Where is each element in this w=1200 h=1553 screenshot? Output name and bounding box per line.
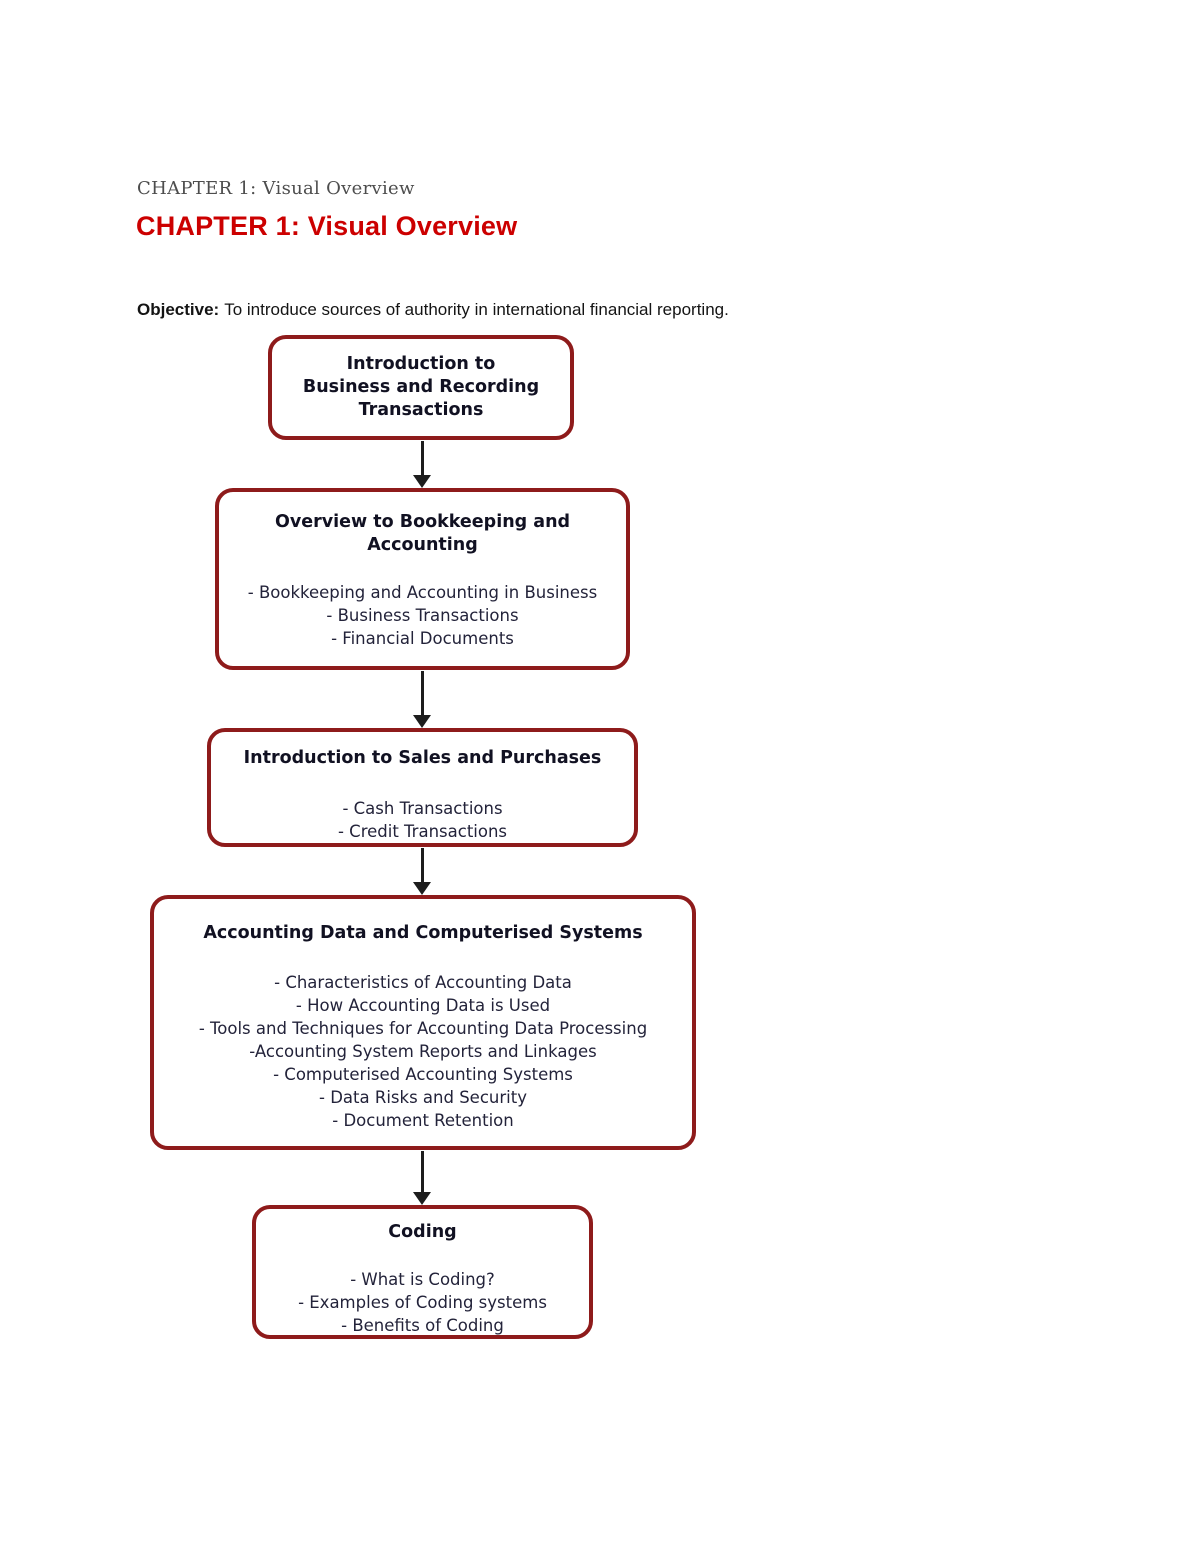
flow-box-item: - Bookkeeping and Accounting in Business	[247, 583, 598, 602]
arrow-head	[413, 1192, 431, 1205]
document-kicker: CHAPTER 1: Visual Overview	[137, 178, 415, 199]
flow-box-title: Introduction to Sales and Purchases	[243, 748, 602, 768]
flow-box-item: - How Accounting Data is Used	[295, 996, 551, 1015]
flow-box-item: - Characteristics of Accounting Data	[274, 973, 572, 992]
objective-line: Objective:To introduce sources of author…	[137, 300, 729, 320]
flow-box-item: - Computerised Accounting Systems	[273, 1065, 573, 1084]
arrow-down-icon	[413, 671, 431, 728]
page-title: CHAPTER 1: Visual Overview	[136, 211, 518, 241]
arrow-head	[413, 882, 431, 895]
arrow-down-icon	[413, 1151, 431, 1205]
flow-box-item: - Business Transactions	[326, 606, 519, 625]
arrow-line	[420, 1151, 424, 1192]
flow-box-coding: Coding - What is Coding? - Examples of Co…	[252, 1205, 593, 1339]
objective-text: To introduce sources of authority in int…	[224, 300, 729, 319]
arrow-down-icon	[413, 848, 431, 895]
flow-box-sales-purchases: Introduction to Sales and Purchases - Ca…	[207, 728, 638, 847]
arrow-line	[420, 671, 424, 715]
flow-box-introduction: Introduction to Business and Recording T…	[268, 335, 574, 440]
flow-box-item: - Tools and Techniques for Accounting Da…	[198, 1019, 648, 1038]
objective-label: Objective:	[137, 300, 220, 319]
flow-box-bookkeeping-overview: Overview to Bookkeeping and Accounting -…	[215, 488, 630, 670]
flow-box-title: Coding	[388, 1222, 457, 1242]
arrow-line	[420, 441, 424, 475]
flow-box-items: - What is Coding? - Examples of Coding sy…	[266, 1268, 579, 1337]
flow-box-item: - Cash Transactions	[342, 799, 503, 818]
flow-box-accounting-data: Accounting Data and Computerised Systems…	[150, 895, 696, 1150]
flow-box-item: - Document Retention	[332, 1111, 514, 1130]
flow-box-item: - Examples of Coding systems	[298, 1293, 547, 1312]
flow-box-items: - Bookkeeping and Accounting in Business…	[229, 581, 616, 650]
flow-box-title: Accounting Data and Computerised Systems	[203, 923, 643, 943]
flow-box-title: Introduction to Business and Recording T…	[302, 354, 540, 420]
flow-box-item: - What is Coding?	[350, 1270, 495, 1289]
flow-box-item: -Accounting System Reports and Linkages	[249, 1042, 597, 1061]
flow-box-title: Overview to Bookkeeping and Accounting	[274, 512, 571, 555]
flow-box-item: - Credit Transactions	[337, 822, 508, 841]
flow-box-items: - Characteristics of Accounting Data - Ho…	[164, 971, 682, 1132]
flow-box-item: - Benefits of Coding	[341, 1316, 504, 1335]
flow-box-items: - Cash Transactions - Credit Transactions	[221, 797, 624, 843]
arrow-line	[420, 848, 424, 882]
arrow-head	[413, 715, 431, 728]
flow-box-item: - Data Risks and Security	[319, 1088, 527, 1107]
flow-box-item: - Financial Documents	[331, 629, 514, 648]
arrow-head	[413, 475, 431, 488]
arrow-down-icon	[413, 441, 431, 488]
